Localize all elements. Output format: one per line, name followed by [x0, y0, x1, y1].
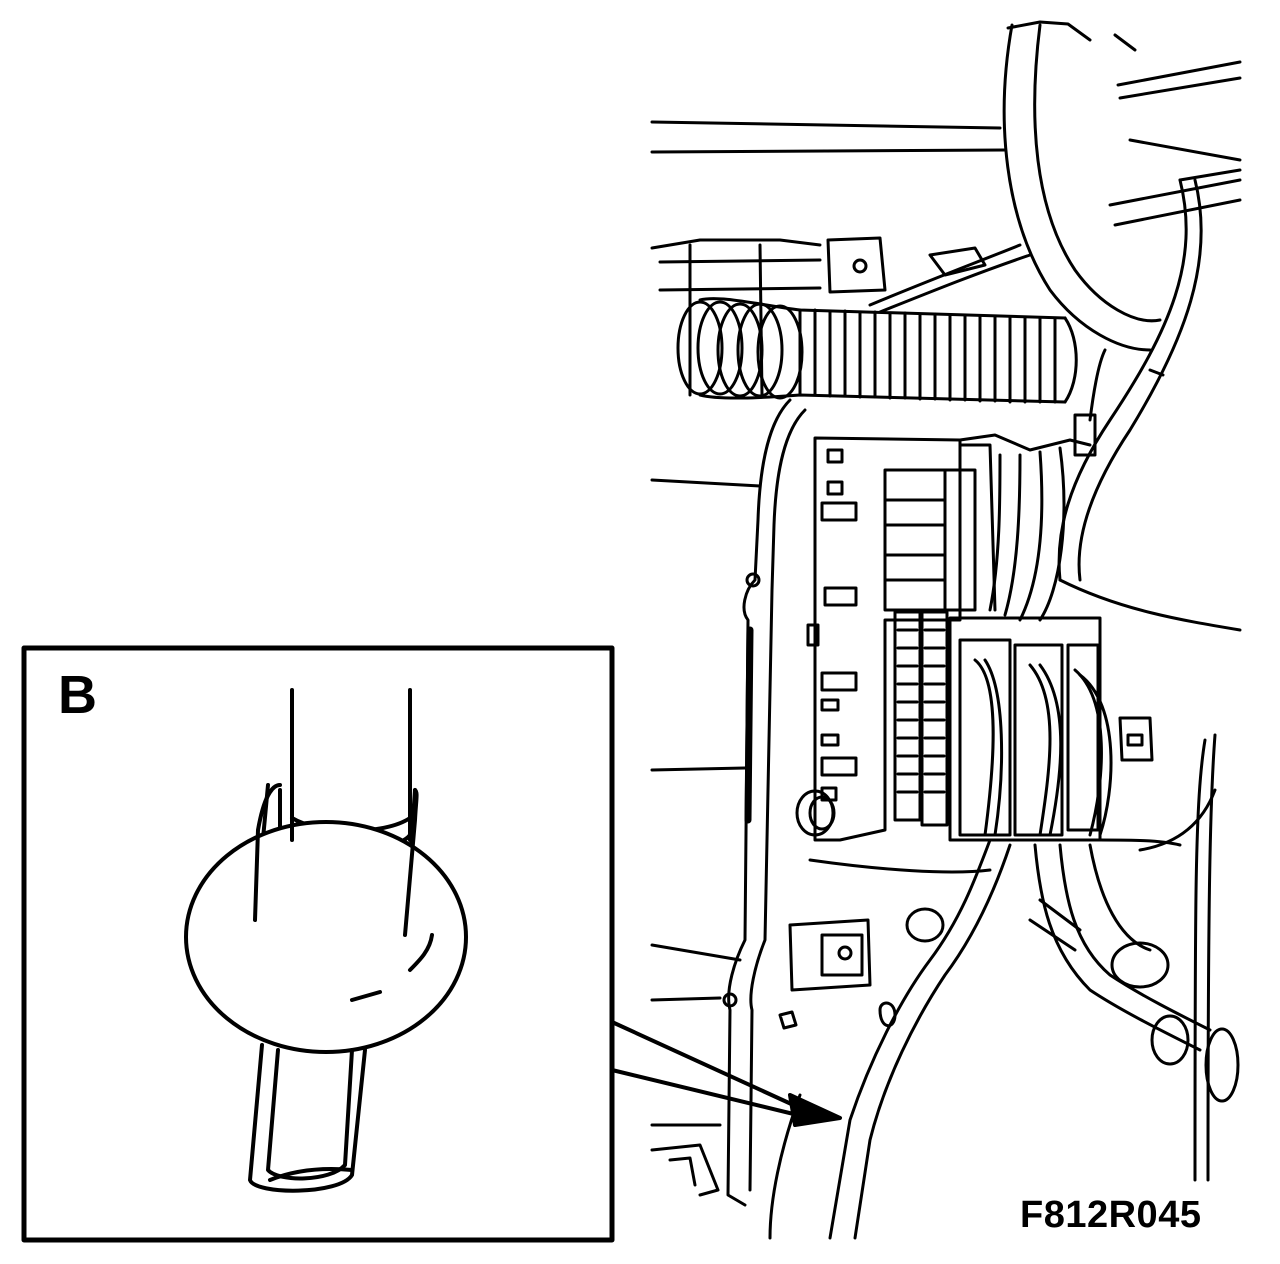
detail-label: B	[58, 665, 97, 725]
side-panel	[650, 398, 992, 1207]
leader-line	[610, 1020, 842, 1127]
pillar-trim	[1002, 23, 1242, 632]
fuse-box	[795, 436, 997, 842]
grommet-clip	[184, 688, 468, 1193]
upper-panel-lines	[650, 20, 1242, 227]
lower-harness	[768, 733, 1240, 1240]
upper-harness-wires	[958, 348, 1107, 622]
switch-housing	[650, 907, 945, 1197]
upper-wires	[868, 243, 1032, 314]
bracket	[650, 236, 887, 294]
connector-block	[948, 616, 1154, 842]
figure-id: F812R045	[1020, 1194, 1202, 1236]
corrugated-loom	[676, 243, 1078, 404]
